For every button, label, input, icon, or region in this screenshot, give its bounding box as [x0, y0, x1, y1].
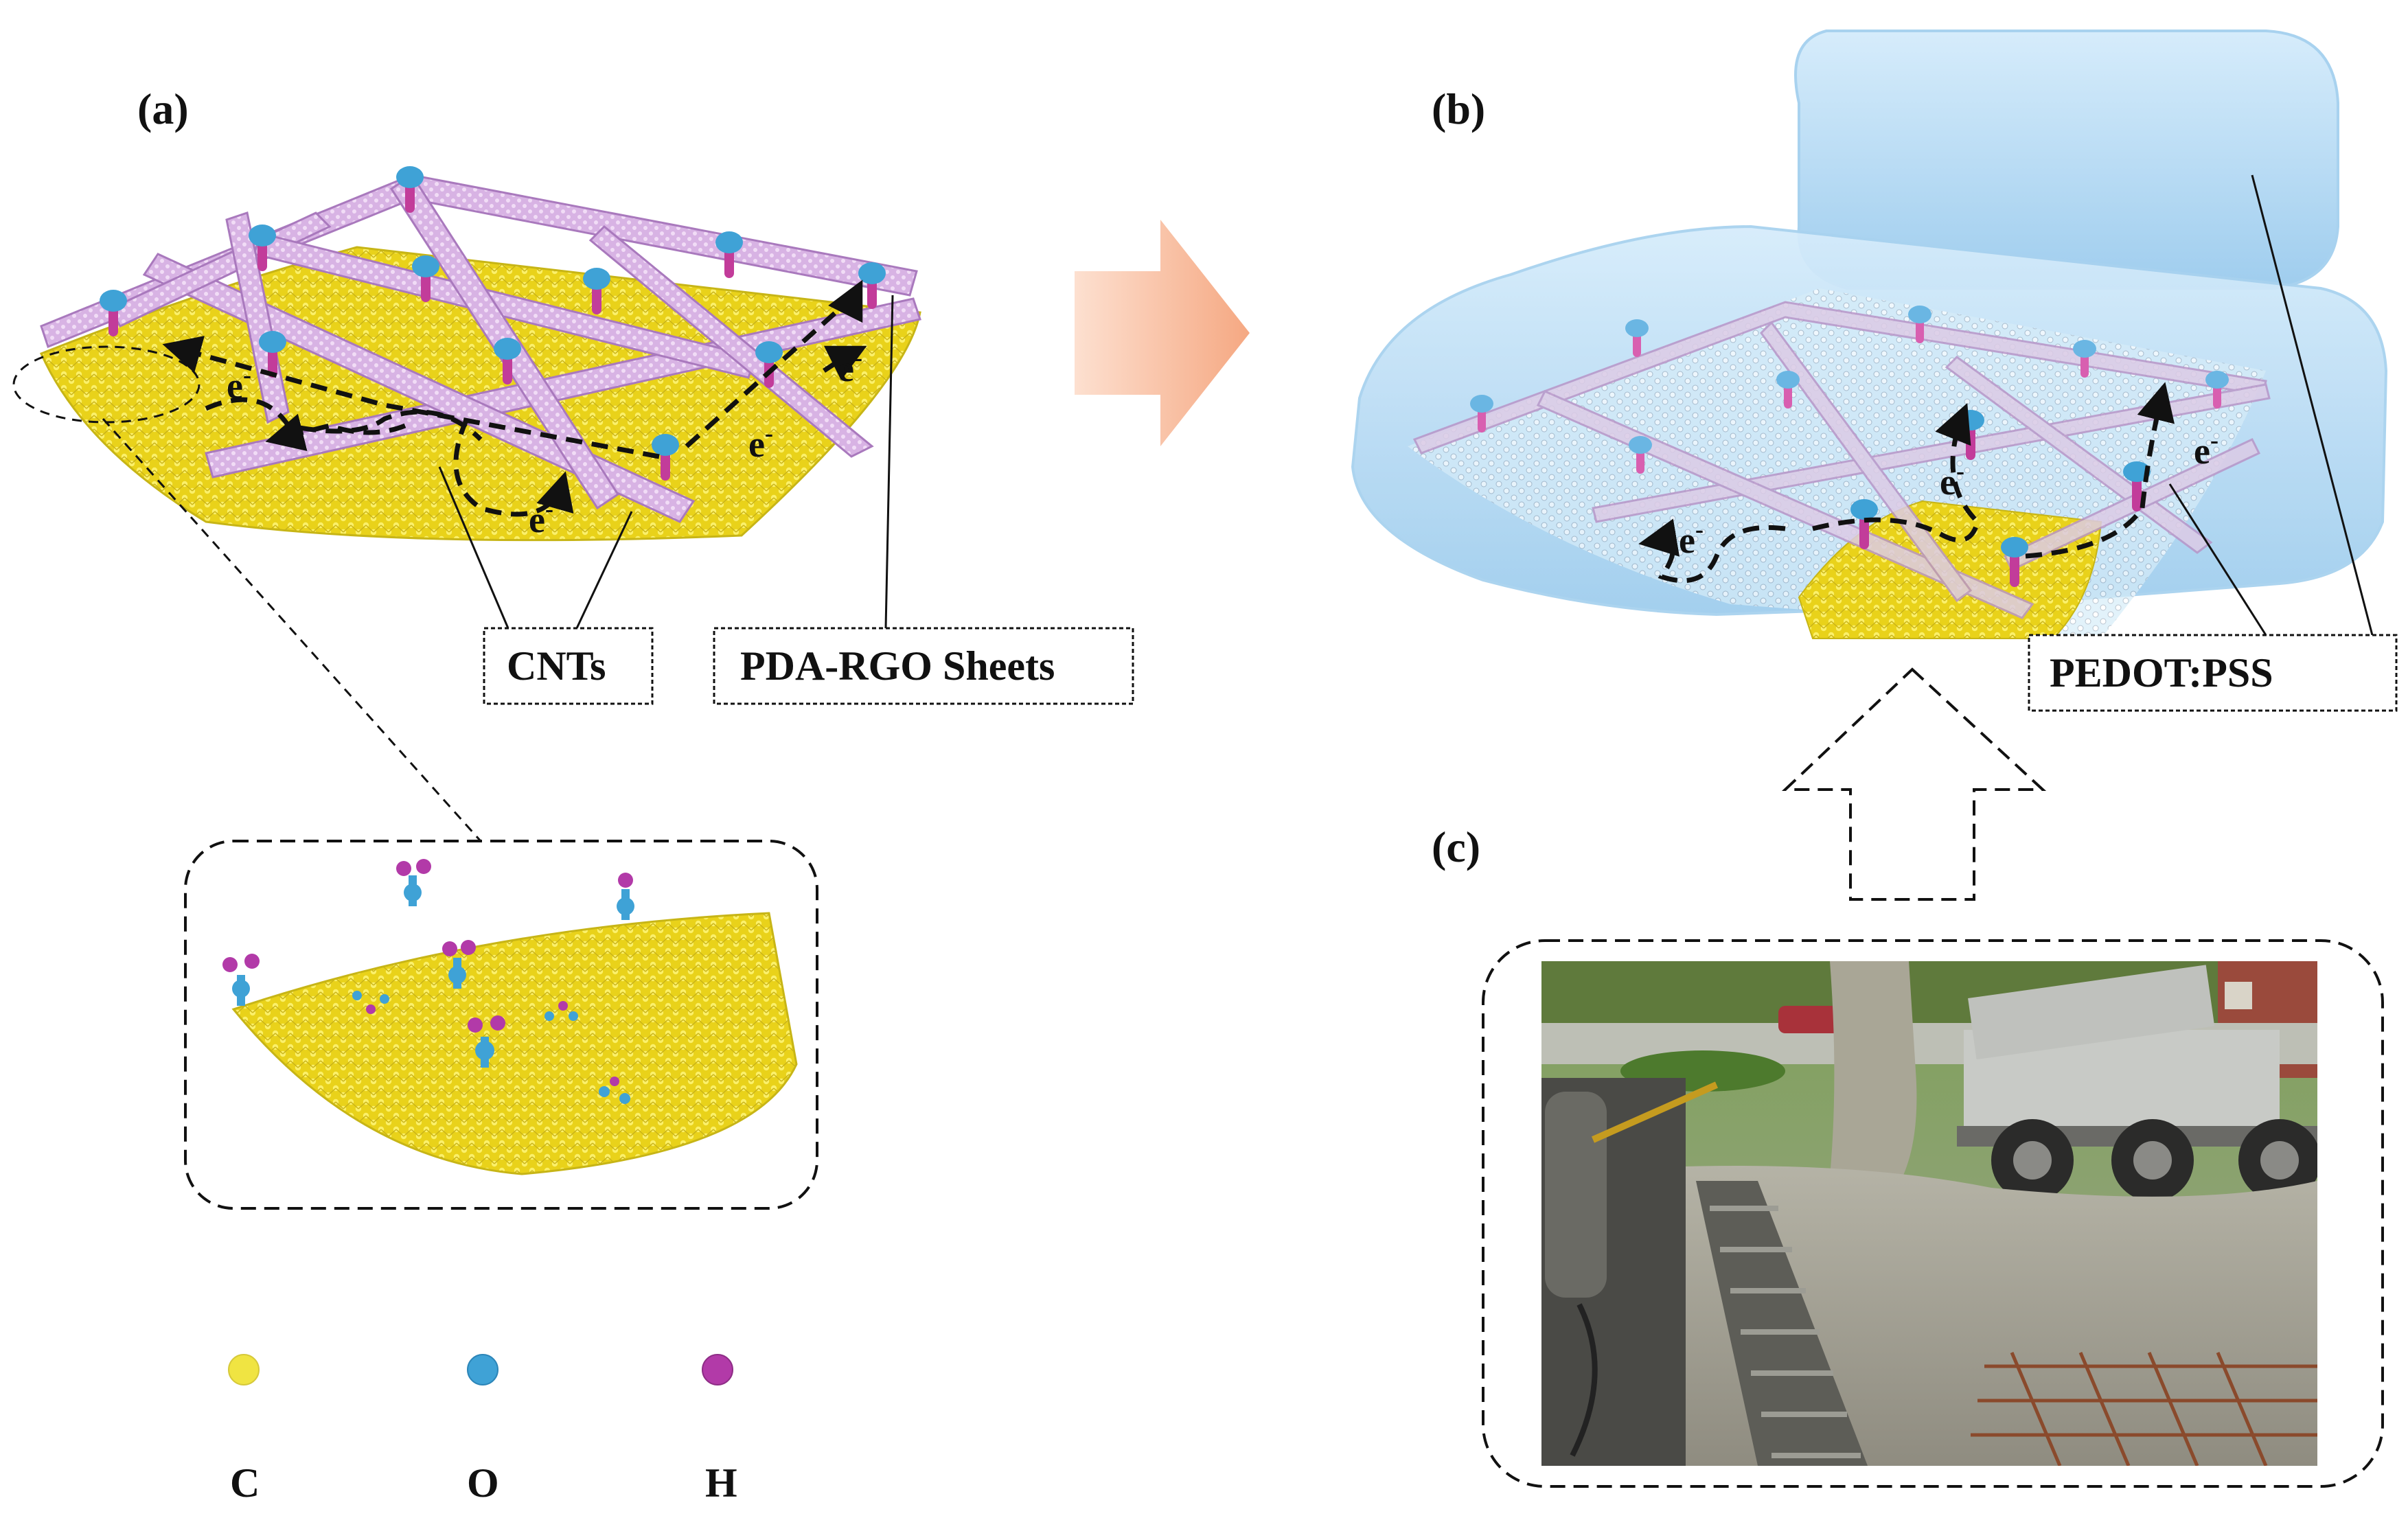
zoom-inset-sheet — [222, 859, 798, 1175]
callouts-a — [438, 295, 894, 629]
node — [583, 268, 610, 314]
svg-text:e-: e- — [1940, 457, 1964, 503]
panel-c: (c) — [1432, 823, 2384, 1488]
pda-rgo-label: PDA-RGO Sheets — [740, 643, 1055, 689]
node — [100, 290, 127, 336]
dashed-up-arrow — [1781, 667, 2047, 901]
zoom-line — [102, 418, 482, 842]
panel-c-label: (c) — [1432, 823, 1480, 871]
node — [652, 434, 679, 481]
svg-text:e-: e- — [1679, 516, 1704, 561]
node — [412, 255, 439, 302]
electron-labels-a: e- e- e- e- — [227, 344, 862, 540]
electron-labels-b: e- e- e- — [1679, 426, 2218, 561]
svg-text:e-: e- — [2194, 426, 2218, 472]
concrete-pour-photo — [1541, 961, 2317, 1466]
node — [494, 338, 521, 384]
panel-a: (a) — [12, 84, 1134, 1506]
functional-groups — [222, 859, 634, 1104]
zoom-inset-frame — [184, 840, 818, 1210]
legend-item-c: C — [228, 1354, 260, 1506]
pda-rgo-label-box: PDA-RGO Sheets — [713, 627, 1134, 705]
legend-item-o: O — [467, 1354, 499, 1506]
svg-text:e-: e- — [529, 495, 553, 540]
oxygen-hydrogen-nodes — [100, 166, 886, 481]
node — [259, 331, 286, 378]
svg-text:e-: e- — [227, 361, 251, 406]
callouts-b — [2168, 174, 2374, 636]
svg-text:C: C — [230, 1460, 260, 1506]
panel-b: (b) — [1351, 30, 2398, 901]
transition-arrow — [1075, 220, 1250, 446]
pedot-label-box: PEDOT:PSS — [2028, 634, 2398, 712]
svg-text:O: O — [467, 1460, 499, 1506]
pedot-label: PEDOT:PSS — [2050, 650, 2273, 695]
legend-item-h: H — [702, 1354, 737, 1506]
electron-paths-b — [1638, 382, 2175, 584]
electron-paths-a — [162, 279, 867, 517]
legend: C O H — [228, 1354, 737, 1506]
cnts-label: CNTs — [507, 643, 606, 689]
cnts-label-box: CNTs — [483, 627, 654, 705]
svg-text:e-: e- — [838, 344, 862, 389]
svg-text:e-: e- — [748, 419, 773, 465]
svg-text:H: H — [705, 1460, 737, 1506]
panel-a-label: (a) — [137, 84, 189, 133]
node — [715, 231, 743, 278]
node — [858, 262, 886, 309]
node — [249, 225, 276, 271]
node — [396, 166, 424, 213]
photo-frame — [1482, 939, 2384, 1488]
panel-b-label: (b) — [1432, 84, 1485, 133]
